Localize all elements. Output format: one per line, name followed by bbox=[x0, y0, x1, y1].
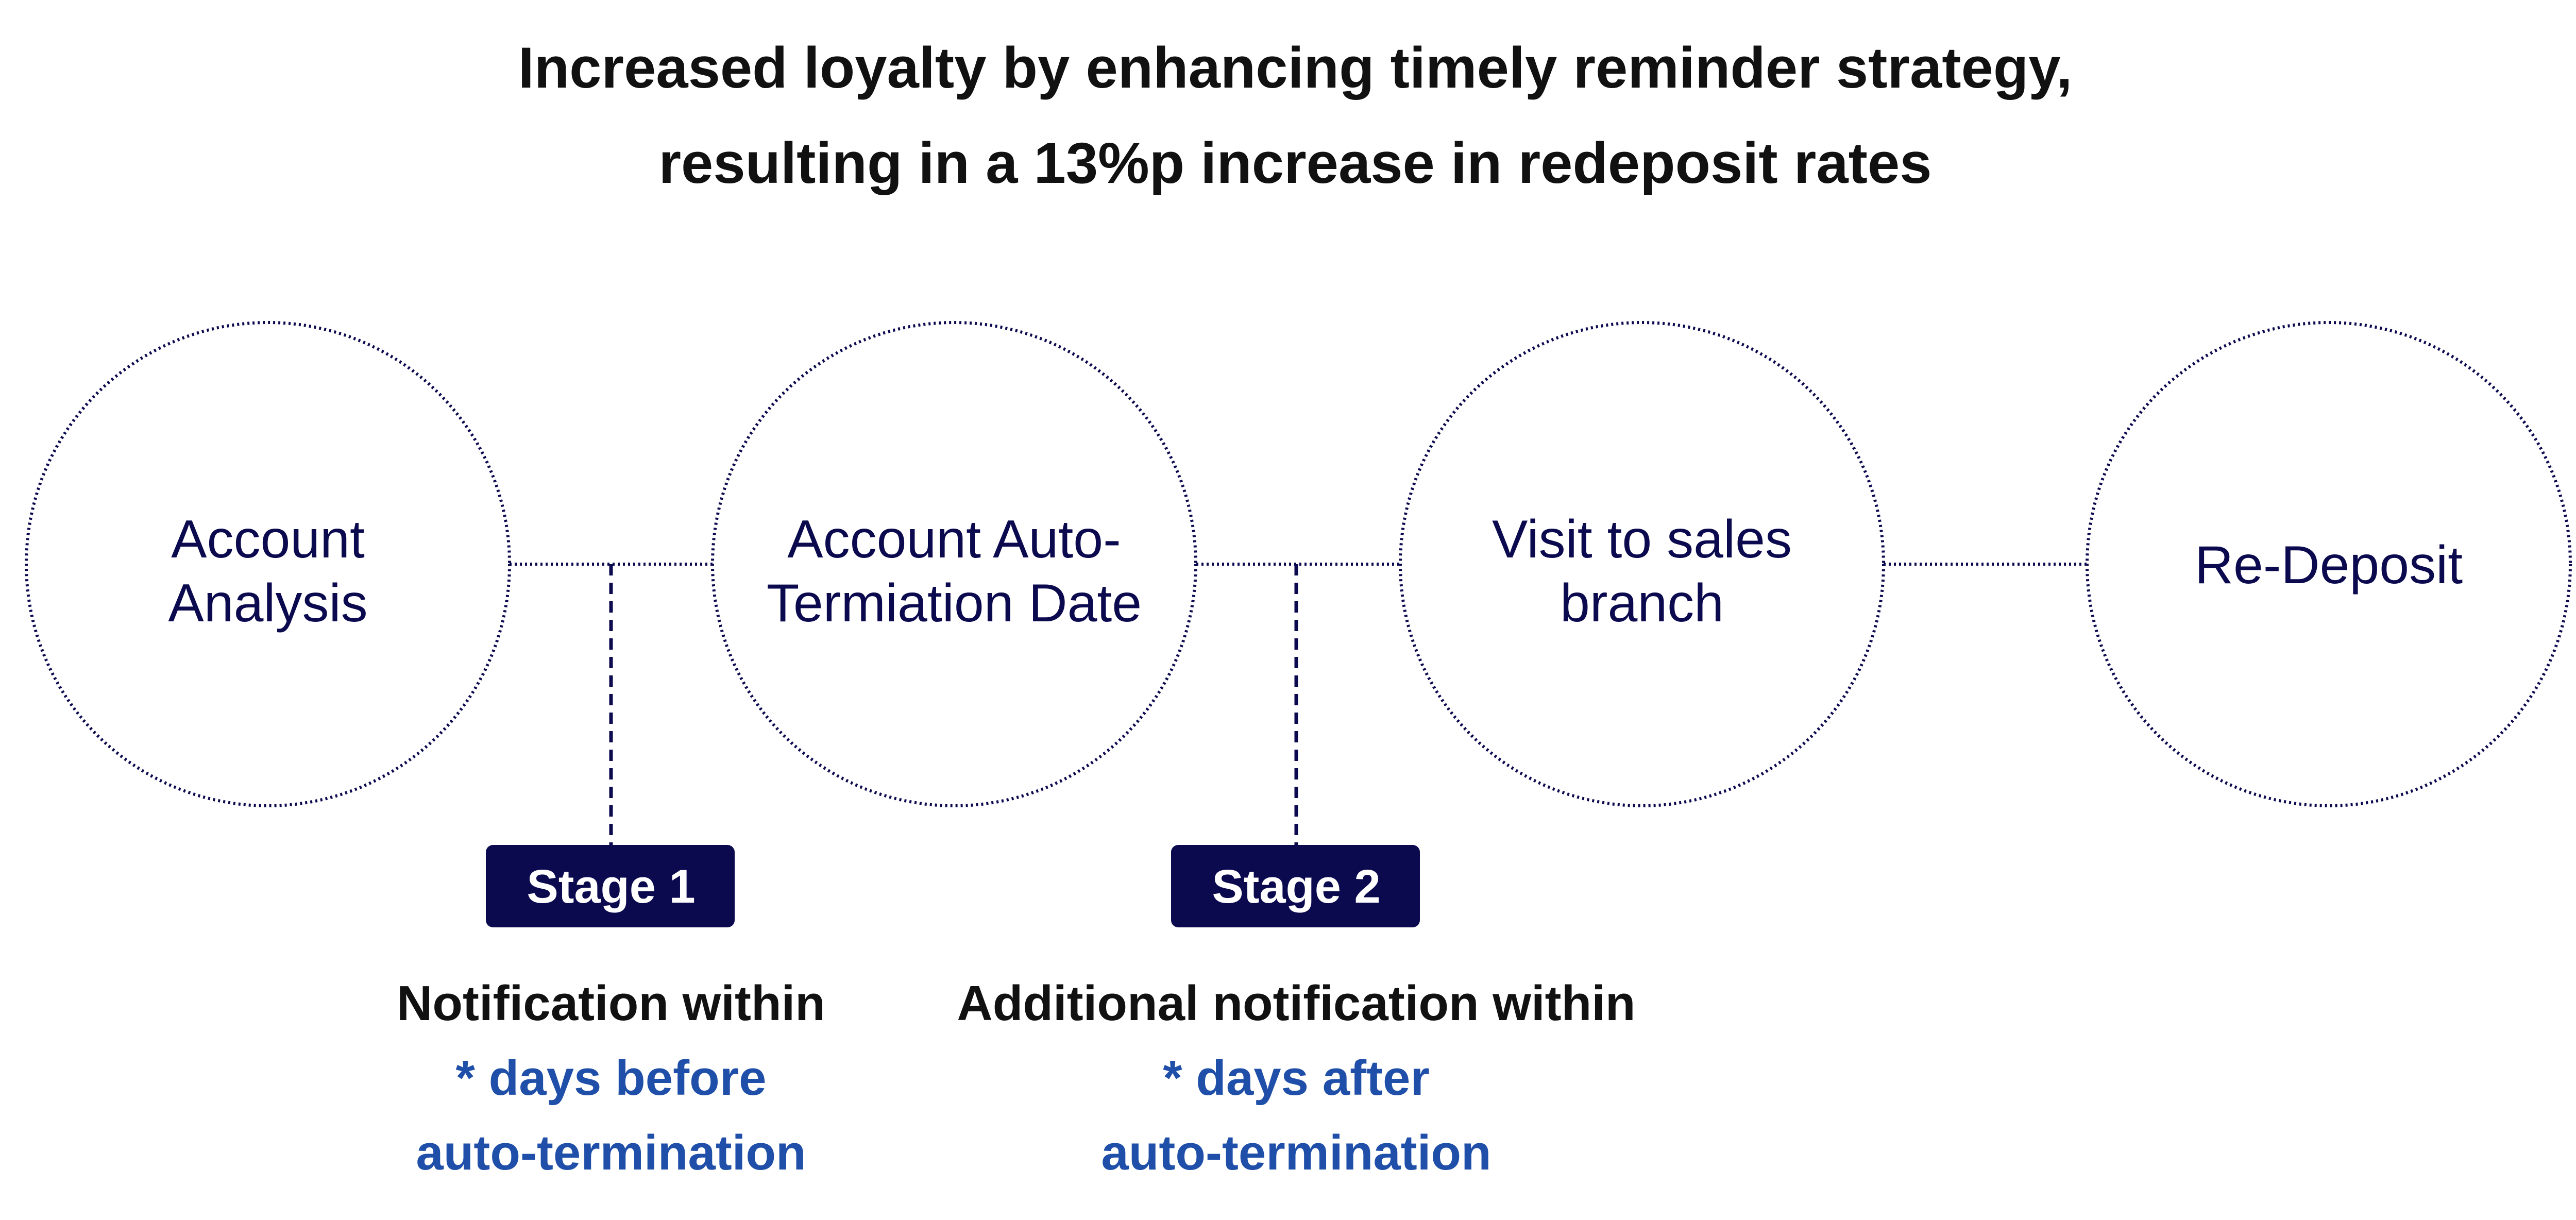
node-2-label-line-2: Termiation Date bbox=[767, 573, 1142, 633]
stage-1-badge: Stage 1 bbox=[486, 845, 735, 927]
nodes bbox=[25, 321, 2572, 807]
node-2-label-line-1: Account Auto- bbox=[787, 510, 1121, 569]
stage-1-note-line-2: * days before bbox=[456, 1050, 767, 1106]
stage-2-note-line-2: * days after bbox=[1163, 1050, 1430, 1106]
title-line-1: Increased loyalty by enhancing timely re… bbox=[518, 36, 2073, 100]
title-line-2: resulting in a 13%p increase in redeposi… bbox=[658, 131, 1931, 195]
node-1-label-line-2: Analysis bbox=[168, 573, 367, 633]
stage-2-note-line-1: Additional notification within bbox=[957, 976, 1635, 1031]
stage-2-badge: Stage 2 bbox=[1171, 845, 1420, 927]
node-account-analysis bbox=[25, 321, 511, 807]
stage-2-label: Stage 2 bbox=[1212, 860, 1380, 913]
stage-1-note-line-1: Notification within bbox=[397, 976, 825, 1031]
stage-1-label: Stage 1 bbox=[527, 860, 695, 913]
node-re-deposit bbox=[2086, 321, 2572, 807]
stage-2-badge-box bbox=[1171, 845, 1420, 927]
stage-2-note-line-3: auto-termination bbox=[1101, 1125, 1491, 1180]
node-4-label: Re-Deposit bbox=[2195, 535, 2463, 595]
node-auto-termination-date bbox=[711, 321, 1197, 807]
stage-drops bbox=[609, 564, 1298, 845]
node-visit-branch bbox=[1399, 321, 1885, 807]
node-3-label-line-1: Visit to sales bbox=[1492, 510, 1792, 569]
stage-1-note-line-3: auto-termination bbox=[416, 1125, 806, 1180]
node-1-label-line-1: Account bbox=[171, 510, 365, 569]
stage-1-badge-box bbox=[486, 845, 735, 927]
node-3-label-line-2: branch bbox=[1560, 573, 1724, 633]
